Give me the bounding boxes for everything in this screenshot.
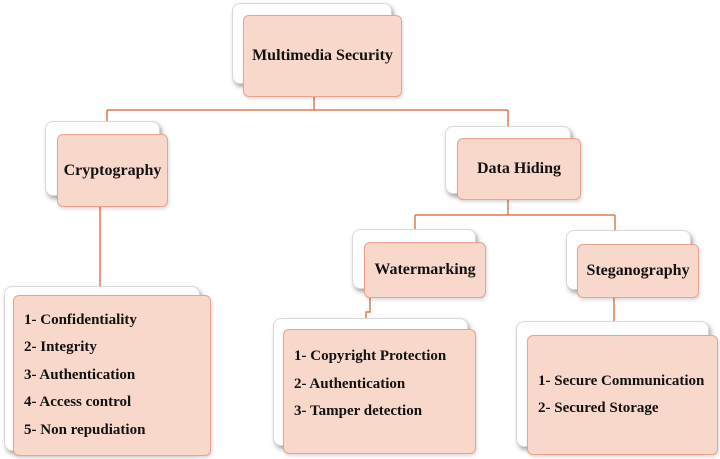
node-steganography-box: Steganography bbox=[577, 244, 699, 298]
list-item: 3- Tamper detection bbox=[294, 403, 423, 419]
node-steganography-label: Steganography bbox=[586, 262, 690, 279]
node-watermarking-label: Watermarking bbox=[374, 261, 476, 278]
node-cryptography-list-box: 1- Confidentiality 2- Integrity 3- Authe… bbox=[13, 295, 211, 456]
node-multimedia-security-box: Multimedia Security bbox=[243, 15, 402, 97]
node-data-hiding-label: Data Hiding bbox=[476, 160, 561, 177]
connector-datahiding-children bbox=[414, 198, 616, 244]
list-item: 1- Secure Communication bbox=[538, 372, 705, 389]
connector-root-children bbox=[106, 96, 509, 138]
node-cryptography-label: Cryptography bbox=[63, 161, 162, 179]
node-data-hiding-box: Data Hiding bbox=[457, 138, 581, 200]
list-item: 5- Non repudiation bbox=[24, 421, 146, 438]
node-steganography-list-box: 1- Secure Communication 2- Secured Stora… bbox=[527, 335, 718, 455]
list-item: 2- Authentication bbox=[294, 375, 406, 392]
node-watermarking-box: Watermarking bbox=[364, 242, 486, 298]
list-item: 4- Access control bbox=[24, 394, 132, 411]
list-item: 3- Authentication bbox=[24, 366, 136, 383]
list-item: 2- Integrity bbox=[24, 339, 97, 356]
connector-watermarking-list bbox=[365, 298, 371, 318]
list-item: 2- Secured Storage bbox=[538, 400, 659, 416]
list-item: 1- Confidentiality bbox=[24, 311, 137, 328]
node-multimedia-security-label: Multimedia Security bbox=[252, 47, 393, 64]
list-item: 1- Copyright Protection bbox=[294, 348, 447, 364]
node-cryptography-box: Cryptography bbox=[57, 134, 168, 207]
node-watermarking-list-box: 1- Copyright Protection 2- Authenticatio… bbox=[283, 329, 476, 454]
